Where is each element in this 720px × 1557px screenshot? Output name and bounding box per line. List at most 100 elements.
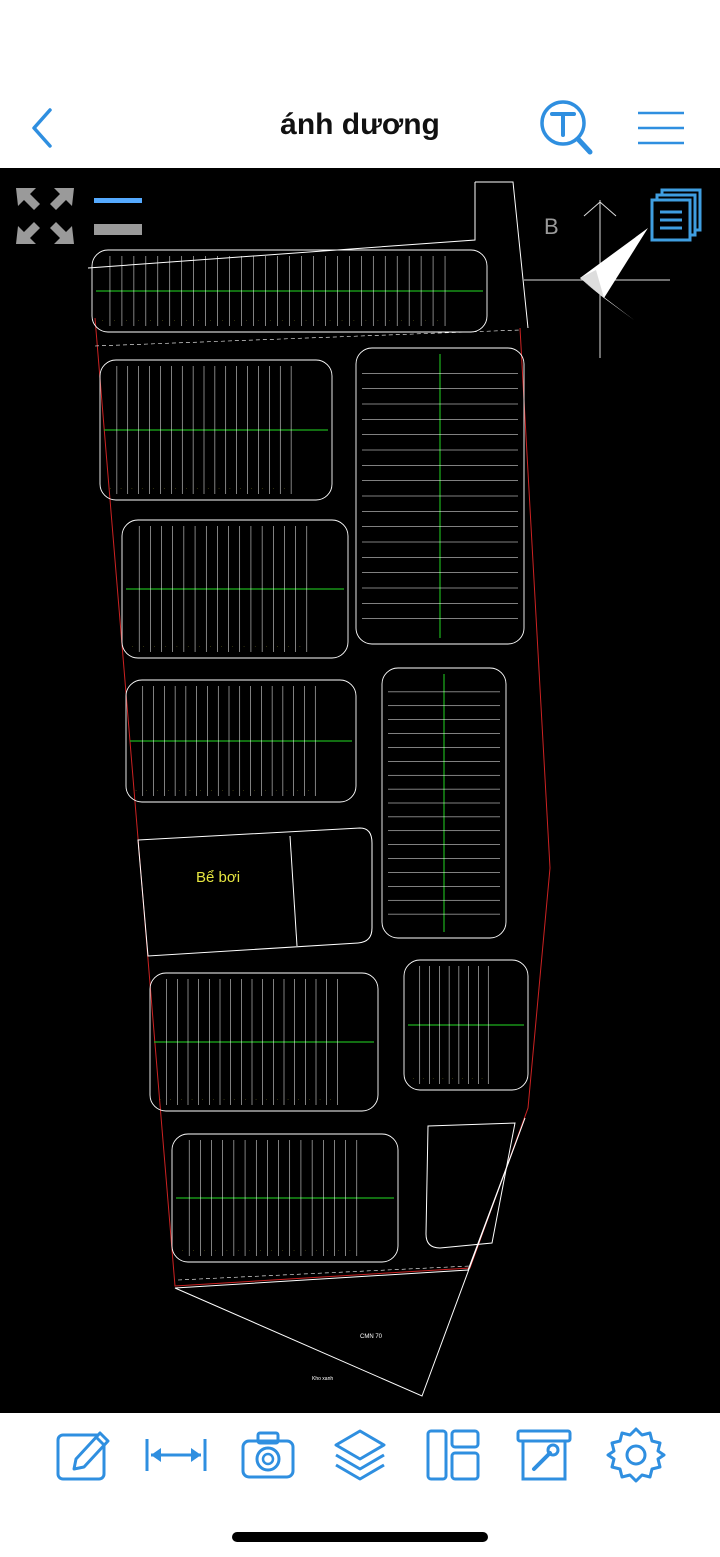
text-search-icon (540, 100, 593, 155)
svg-text:·: · (251, 486, 252, 491)
drawing-canvas[interactable]: CMN 70 Kho xanh Bể bơi · · · · · · · · · · · · · · · · ·… (0, 168, 720, 1413)
svg-text:·: · (249, 1248, 250, 1253)
svg-text:·: · (341, 318, 342, 323)
settings-icon (606, 1427, 666, 1483)
svg-text:·: · (153, 486, 154, 491)
lot-block-6 (355, 347, 525, 645)
svg-text:·: · (284, 486, 285, 491)
pool-label: Bể bơi (196, 869, 240, 886)
svg-text:·: · (232, 644, 233, 649)
svg-text:·: · (218, 486, 219, 491)
svg-text:·: · (277, 644, 278, 649)
svg-text:·: · (186, 486, 187, 491)
svg-text:·: · (182, 1248, 183, 1253)
tools-button[interactable] (514, 1425, 574, 1485)
compass-letter: B (544, 214, 559, 239)
svg-text:·: · (413, 1076, 414, 1081)
svg-text:·: · (255, 1097, 256, 1102)
svg-text:·: · (174, 318, 175, 323)
svg-text:·: · (170, 1097, 171, 1102)
svg-text:·: · (377, 318, 378, 323)
hamburger-icon (638, 111, 684, 145)
svg-text:·: · (317, 318, 318, 323)
svg-text:·: · (187, 644, 188, 649)
svg-text:·: · (114, 318, 115, 323)
edit-button[interactable] (54, 1425, 114, 1485)
svg-text:·: · (276, 788, 277, 793)
svg-text:Kho xanh: Kho xanh (312, 1376, 333, 1382)
svg-text:·: · (462, 1076, 463, 1081)
svg-text:·: · (389, 318, 390, 323)
back-button[interactable] (22, 106, 66, 150)
svg-text:·: · (197, 486, 198, 491)
svg-text:·: · (200, 788, 201, 793)
svg-text:·: · (309, 1097, 310, 1102)
svg-text:·: · (270, 318, 271, 323)
pool-block (137, 827, 373, 957)
layers-button[interactable] (330, 1425, 390, 1485)
svg-text:·: · (215, 1248, 216, 1253)
svg-text:·: · (198, 318, 199, 323)
svg-text:·: · (189, 788, 190, 793)
svg-text:·: · (305, 1248, 306, 1253)
svg-text:·: · (154, 644, 155, 649)
lot-block-4: ················· (149, 972, 379, 1112)
svg-text:·: · (157, 788, 158, 793)
layout-button[interactable] (424, 1425, 484, 1485)
page-title: ánh dương (280, 108, 440, 141)
svg-text:·: · (186, 318, 187, 323)
svg-text:·: · (193, 1248, 194, 1253)
svg-text:·: · (338, 1248, 339, 1253)
svg-text:·: · (135, 788, 136, 793)
svg-text:·: · (165, 644, 166, 649)
svg-text:·: · (425, 318, 426, 323)
svg-text:·: · (199, 644, 200, 649)
svg-text:·: · (327, 1248, 328, 1253)
svg-text:·: · (246, 318, 247, 323)
lot-block-1: ················· (99, 359, 333, 501)
svg-text:·: · (243, 788, 244, 793)
nav-bar: ánh dương (0, 90, 720, 168)
svg-text:·: · (305, 318, 306, 323)
svg-text:·: · (162, 318, 163, 323)
svg-text:·: · (258, 318, 259, 323)
svg-text:·: · (254, 788, 255, 793)
line-weight-button[interactable] (92, 190, 146, 240)
bottom-parcel (174, 1117, 526, 1397)
svg-text:·: · (266, 644, 267, 649)
svg-text:·: · (120, 486, 121, 491)
svg-text:·: · (131, 486, 132, 491)
svg-text:·: · (298, 1097, 299, 1102)
svg-text:·: · (132, 644, 133, 649)
svg-text:·: · (442, 1076, 443, 1081)
zoom-fit-button[interactable] (14, 186, 76, 246)
svg-text:·: · (243, 644, 244, 649)
svg-text:·: · (293, 1248, 294, 1253)
svg-text:·: · (277, 1097, 278, 1102)
svg-text:·: · (297, 788, 298, 793)
measure-button[interactable] (144, 1425, 207, 1485)
svg-text:·: · (273, 486, 274, 491)
svg-text:·: · (221, 644, 222, 649)
svg-text:·: · (232, 788, 233, 793)
settings-button[interactable] (606, 1425, 666, 1485)
menu-button[interactable] (636, 108, 686, 148)
svg-text:·: · (146, 788, 147, 793)
svg-text:·: · (432, 1076, 433, 1081)
text-search-button[interactable] (538, 98, 596, 158)
status-bar (0, 0, 720, 90)
lot-block-3: ················· (125, 679, 357, 803)
lot-block-8: ········ (403, 959, 529, 1091)
svg-text:·: · (286, 788, 287, 793)
svg-text:CMN 70: CMN 70 (360, 1334, 383, 1340)
camera-button[interactable] (238, 1425, 298, 1485)
sheets-stack-icon (650, 188, 702, 242)
layout-icon (426, 1429, 480, 1481)
svg-text:·: · (287, 1097, 288, 1102)
edit-icon (56, 1431, 110, 1481)
layouts-button[interactable] (648, 188, 704, 244)
svg-text:·: · (316, 1248, 317, 1253)
svg-text:·: · (164, 486, 165, 491)
svg-text:·: · (126, 318, 127, 323)
svg-text:·: · (329, 318, 330, 323)
